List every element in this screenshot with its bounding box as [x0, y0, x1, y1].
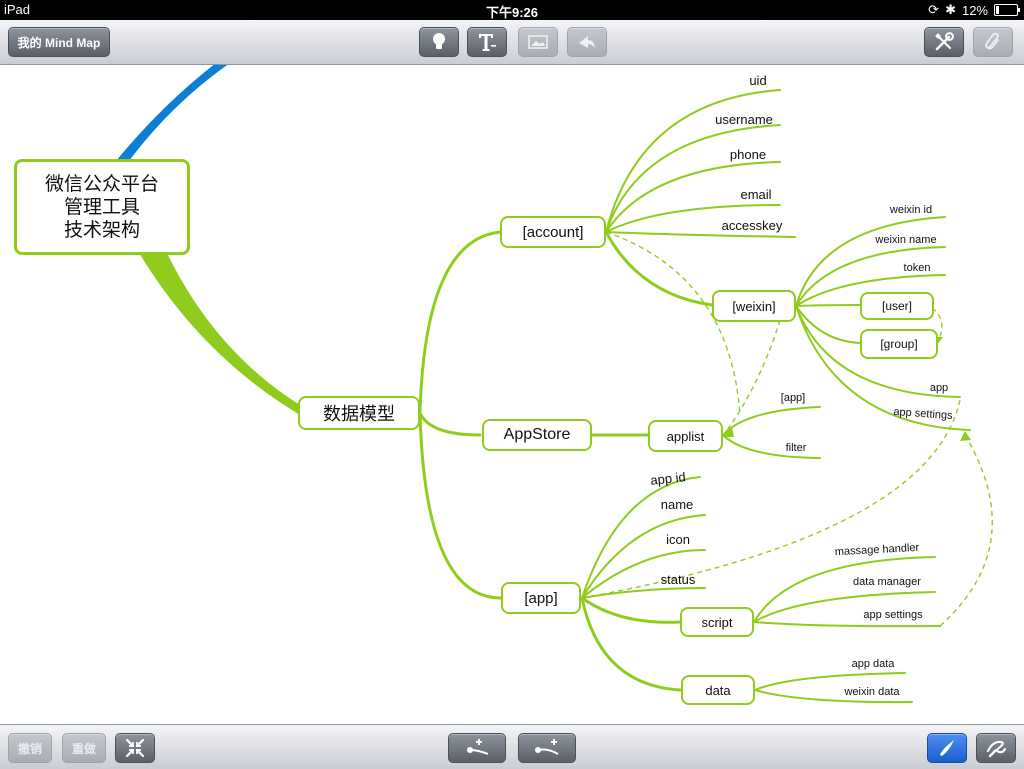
appstore-node[interactable]: AppStore: [482, 419, 592, 451]
data-field-app-data[interactable]: app data: [851, 658, 895, 670]
my-mind-map-button[interactable]: 我的 Mind Map: [8, 27, 110, 57]
applist-field-filter[interactable]: filter: [785, 442, 807, 454]
collapse-arrows-icon: [125, 738, 145, 758]
redo-label: 重做: [71, 741, 96, 756]
tools-button[interactable]: [924, 27, 964, 57]
account-field-username[interactable]: username: [715, 112, 773, 127]
freehand-scribble-icon: [987, 740, 1006, 758]
attachment-button[interactable]: [973, 27, 1013, 57]
share-arrow-icon: [579, 36, 595, 48]
add-child-node-icon: [535, 739, 559, 755]
my-mind-map-label: 我的 Mind Map: [17, 35, 101, 50]
data-field-weixin-data[interactable]: weixin data: [844, 686, 900, 698]
root-branch: [138, 251, 300, 415]
script-label: script: [701, 614, 733, 630]
redo-button[interactable]: 重做: [62, 733, 106, 763]
applist-field-app[interactable]: [app]: [780, 392, 806, 404]
applist-label: applist: [666, 428, 705, 444]
freehand-button[interactable]: [976, 733, 1016, 763]
collapse-button[interactable]: [115, 733, 155, 763]
app-node[interactable]: [app]: [501, 582, 581, 614]
lightbulb-icon: [433, 33, 445, 49]
add-sibling-node-icon: [467, 739, 489, 755]
app-field-name[interactable]: name: [660, 497, 694, 512]
status-right: ⟳ ✱ 12%: [928, 2, 1020, 18]
battery-icon: [994, 4, 1020, 16]
weixin-field-name[interactable]: weixin name: [875, 234, 937, 246]
weixin-field-app[interactable]: app: [929, 382, 949, 394]
applist-node[interactable]: applist: [648, 420, 723, 452]
account-node[interactable]: [account]: [500, 216, 606, 248]
undo-button[interactable]: 撤销: [8, 733, 52, 763]
weixin-field-id[interactable]: weixin id: [889, 204, 933, 216]
data-model-node[interactable]: 数据模型: [298, 396, 420, 430]
image-icon: [528, 35, 548, 49]
top-toolbar: 我的 Mind Map: [0, 20, 1024, 65]
text-icon: [479, 34, 496, 51]
weixin-group-node[interactable]: [group]: [860, 329, 938, 359]
battery-percent: 12%: [961, 2, 988, 18]
bluetooth-icon: ✱: [945, 2, 956, 17]
pen-style-button[interactable]: [927, 733, 967, 763]
weixin-user-node[interactable]: [user]: [860, 292, 934, 320]
script-field-app-settings[interactable]: app settings: [863, 609, 923, 621]
status-time: 下午9:26: [485, 5, 539, 20]
root-node[interactable]: 微信公众平台 管理工具 技术架构: [14, 159, 190, 255]
root-line-2: 管理工具: [63, 196, 140, 218]
app-field-icon[interactable]: icon: [666, 532, 690, 547]
brush-icon: [940, 740, 954, 756]
text-tool-button[interactable]: [467, 27, 507, 57]
status-bar: iPad 下午9:26 ⟳ ✱ 12%: [0, 0, 1024, 20]
main-branches: [418, 230, 714, 692]
script-field-data-manager[interactable]: data manager: [853, 576, 921, 588]
account-field-accesskey[interactable]: accesskey: [721, 218, 783, 233]
image-button[interactable]: [518, 27, 558, 57]
leaf-branches: [581, 89, 971, 704]
root-line-3: 技术架构: [63, 219, 140, 241]
app-label: [app]: [524, 589, 558, 607]
account-field-phone[interactable]: phone: [729, 147, 767, 162]
account-field-email[interactable]: email: [740, 187, 772, 202]
mind-map-canvas[interactable]: 微信公众平台 管理工具 技术架构 数据模型 [account] [weixin]…: [0, 65, 1024, 724]
undo-label: 撤销: [17, 741, 42, 756]
weixin-node[interactable]: [weixin]: [712, 290, 796, 322]
blue-branch: [116, 65, 228, 165]
data-model-label: 数据模型: [323, 404, 395, 424]
root-line-1: 微信公众平台: [44, 173, 159, 195]
add-child-node-button[interactable]: [518, 733, 576, 763]
weixin-field-token[interactable]: token: [903, 262, 931, 274]
data-label: data: [705, 682, 731, 698]
share-button[interactable]: [567, 27, 607, 57]
bottom-toolbar: 撤销 重做: [0, 724, 1024, 769]
dashed-links: [581, 231, 993, 627]
appstore-label: AppStore: [503, 426, 571, 443]
rotation-lock-icon: ⟳: [928, 2, 940, 17]
connector-layer: [116, 65, 993, 704]
account-label: [account]: [522, 223, 584, 241]
wrench-screwdriver-icon: [935, 32, 954, 51]
data-node[interactable]: data: [681, 675, 755, 705]
weixin-user-label: [user]: [881, 299, 912, 313]
app-field-status[interactable]: status: [660, 572, 696, 587]
account-field-uid[interactable]: uid: [749, 73, 767, 88]
device-name: iPad: [4, 2, 31, 17]
paperclip-icon: [985, 32, 999, 50]
script-node[interactable]: script: [680, 607, 754, 637]
weixin-label: [weixin]: [732, 298, 776, 314]
weixin-group-label: [group]: [880, 337, 918, 351]
add-sibling-node-button[interactable]: [448, 733, 506, 763]
idea-lightbulb-button[interactable]: [419, 27, 459, 57]
